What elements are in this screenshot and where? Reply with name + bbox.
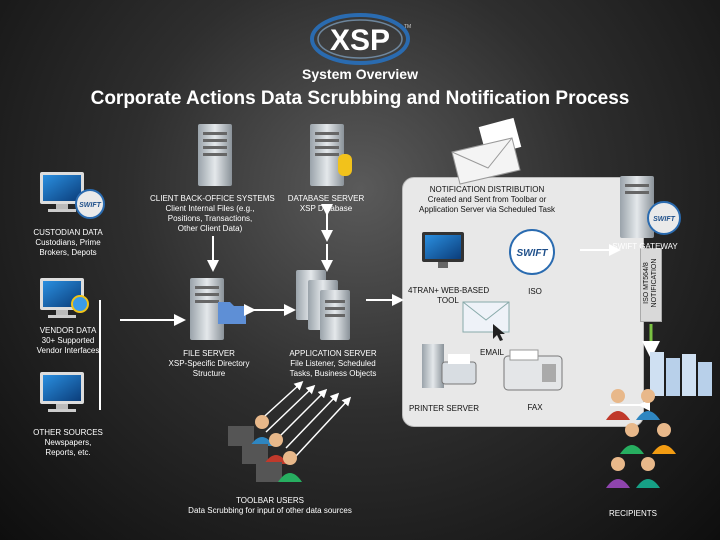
gateway-swift-text: SWIFT xyxy=(653,216,675,223)
vendor-data-label: VENDOR DATA 30+ Supported Vendor Interfa… xyxy=(18,326,118,356)
printer-server-icon xyxy=(422,344,476,388)
notification-distribution-label: NOTIFICATION DISTRIBUTION Created and Se… xyxy=(402,185,572,215)
swift-gateway-label: SWIFT GATEWAY xyxy=(600,242,690,252)
other-sources-line-1: Newspapers, xyxy=(18,438,118,448)
swift-gateway-server-icon: SWIFT xyxy=(620,176,680,238)
vendor-data-line-2: Vendor Interfaces xyxy=(18,346,118,356)
client-backoffice-line-1: Client Internal Files (e.g., xyxy=(150,204,270,214)
web-tool-line-2: TOOL xyxy=(408,296,488,306)
client-backoffice-line-3: Other Client Data) xyxy=(150,224,270,234)
letter-envelope-icon xyxy=(452,118,521,184)
web-tool-label: 4TRAN+ WEB-BASED TOOL xyxy=(408,286,488,306)
client-backoffice-line-2: Positions, Transactions, xyxy=(150,214,270,224)
custodian-swift-icon: SWIFT xyxy=(76,190,104,218)
printer-server-label: PRINTER SERVER xyxy=(404,404,484,414)
email-envelope-icon xyxy=(463,302,509,341)
other-sources-title: OTHER SOURCES xyxy=(18,428,118,438)
svg-text:SWIFT: SWIFT xyxy=(79,202,101,209)
recipients-label: RECIPIENTS xyxy=(598,509,668,519)
file-server-title: FILE SERVER xyxy=(154,349,264,359)
application-server-line-2: Tasks, Business Objects xyxy=(278,369,388,379)
email-label: EMAIL xyxy=(472,348,512,358)
toolbar-users-line-1: Data Scrubbing for input of other data s… xyxy=(170,506,370,516)
web-tool-line-1: 4TRAN+ WEB-BASED xyxy=(408,286,488,296)
database-server-label: DATABASE SERVER XSP Database xyxy=(276,194,376,214)
fax-machine-icon xyxy=(504,350,562,390)
custodian-data-label: CUSTODIAN DATA Custodians, Prime Brokers… xyxy=(18,228,118,258)
application-server-title: APPLICATION SERVER xyxy=(278,349,388,359)
database-server-line-1: XSP Database xyxy=(276,204,376,214)
web-tool-monitor-icon xyxy=(422,232,464,268)
file-server-icon xyxy=(190,278,246,340)
database-server-icon xyxy=(310,124,352,186)
toolbar-users-label: TOOLBAR USERS Data Scrubbing for input o… xyxy=(170,496,370,516)
custodian-data-line-1: Custodians, Prime xyxy=(18,238,118,248)
vendor-data-line-1: 30+ Supported xyxy=(18,336,118,346)
custodian-data-title: CUSTODIAN DATA xyxy=(18,228,118,238)
custodian-data-line-2: Brokers, Depots xyxy=(18,248,118,258)
notification-distribution-title: NOTIFICATION DISTRIBUTION xyxy=(402,185,572,195)
fax-label: FAX xyxy=(520,403,550,413)
iso-label: ISO xyxy=(520,287,550,297)
client-backoffice-title: CLIENT BACK-OFFICE SYSTEMS xyxy=(150,194,270,204)
file-server-line-1: XSP-Specific Directory xyxy=(154,359,264,369)
other-sources-label: OTHER SOURCES Newspapers, Reports, etc. xyxy=(18,428,118,458)
panel-swift-text: SWIFT xyxy=(516,248,548,259)
client-backoffice-server-icon xyxy=(198,124,232,186)
notification-distribution-line-2: Application Server via Scheduled Task xyxy=(402,205,572,215)
panel-swift-logo-icon: SWIFT xyxy=(510,230,554,274)
recipient-people-icon xyxy=(606,389,676,488)
application-server-line-1: File Listener, Scheduled xyxy=(278,359,388,369)
other-sources-line-2: Reports, etc. xyxy=(18,448,118,458)
other-computer-icon xyxy=(40,372,84,412)
database-server-title: DATABASE SERVER xyxy=(276,194,376,204)
recipient-buildings-icon xyxy=(650,352,712,396)
toolbar-users-title: TOOLBAR USERS xyxy=(170,496,370,506)
application-server-label: APPLICATION SERVER File Listener, Schedu… xyxy=(278,349,388,379)
file-server-line-2: Structure xyxy=(154,369,264,379)
file-server-label: FILE SERVER XSP-Specific Directory Struc… xyxy=(154,349,264,379)
notification-distribution-line-1: Created and Sent from Toolbar or xyxy=(402,195,572,205)
vendor-data-title: VENDOR DATA xyxy=(18,326,118,336)
client-backoffice-label: CLIENT BACK-OFFICE SYSTEMS Client Intern… xyxy=(150,194,270,234)
vendor-computer-icon xyxy=(40,278,88,318)
application-server-icon xyxy=(296,270,350,340)
